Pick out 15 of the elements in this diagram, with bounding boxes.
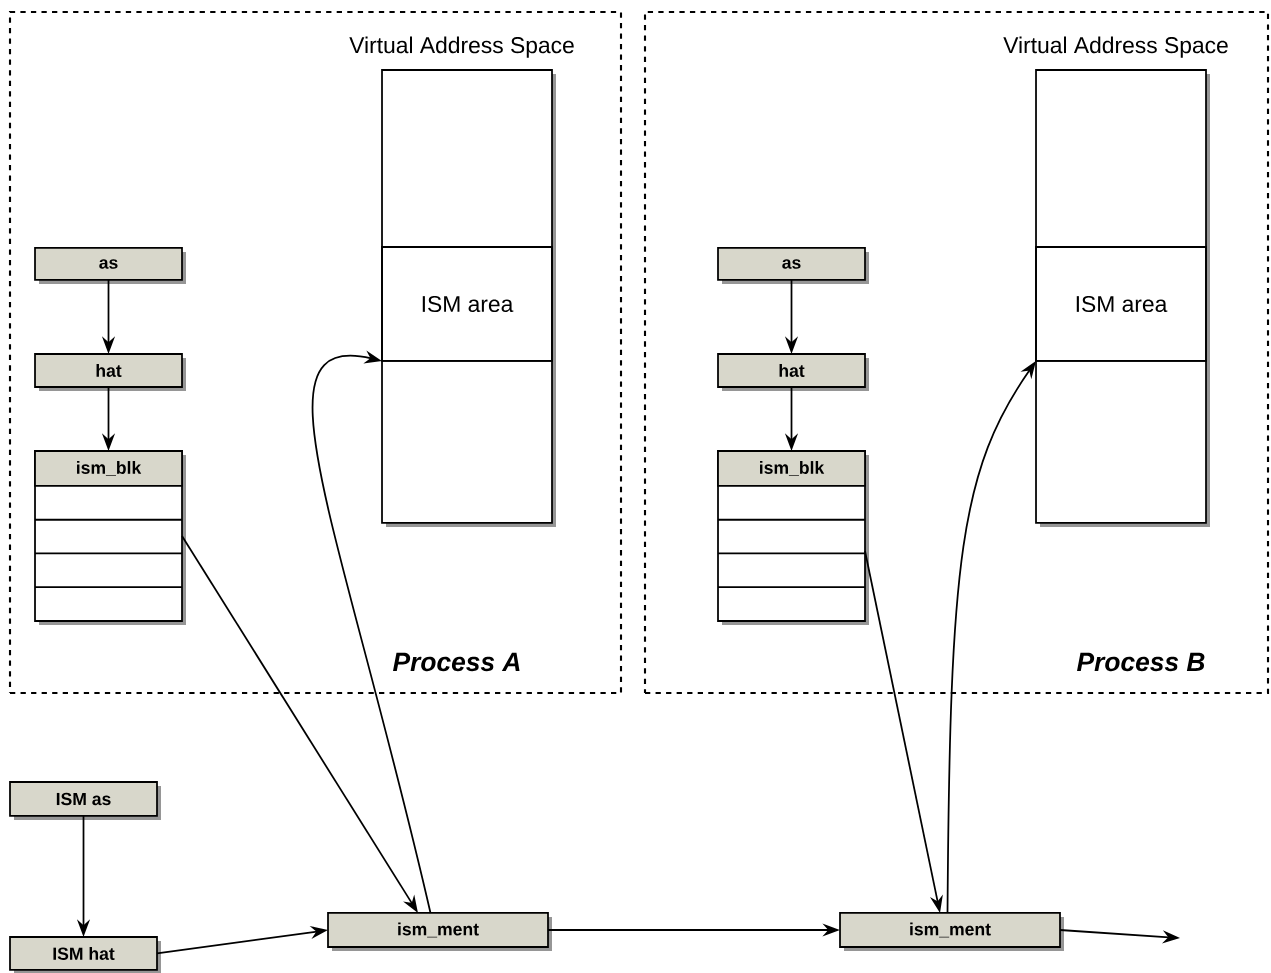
struct-table: ism_blk (717, 450, 869, 625)
struct-box: ism_ment (839, 912, 1064, 951)
node-label: Virtual Address Space (349, 36, 574, 58)
struct-box: hat (34, 353, 186, 391)
struct-box: as (34, 247, 186, 284)
arrow (311, 350, 432, 914)
struct-box: ISM hat (9, 936, 161, 973)
struct-box: as (717, 247, 869, 284)
memory-cell: ISM area (381, 246, 553, 362)
struct-box: hat (717, 353, 869, 391)
struct-table: ism_blk (34, 450, 186, 625)
memory-cell: ISM area (1035, 246, 1207, 362)
node-label: Virtual Address Space (1003, 36, 1228, 58)
struct-box: ISM as (9, 781, 161, 820)
struct-box: ism_ment (327, 912, 552, 951)
